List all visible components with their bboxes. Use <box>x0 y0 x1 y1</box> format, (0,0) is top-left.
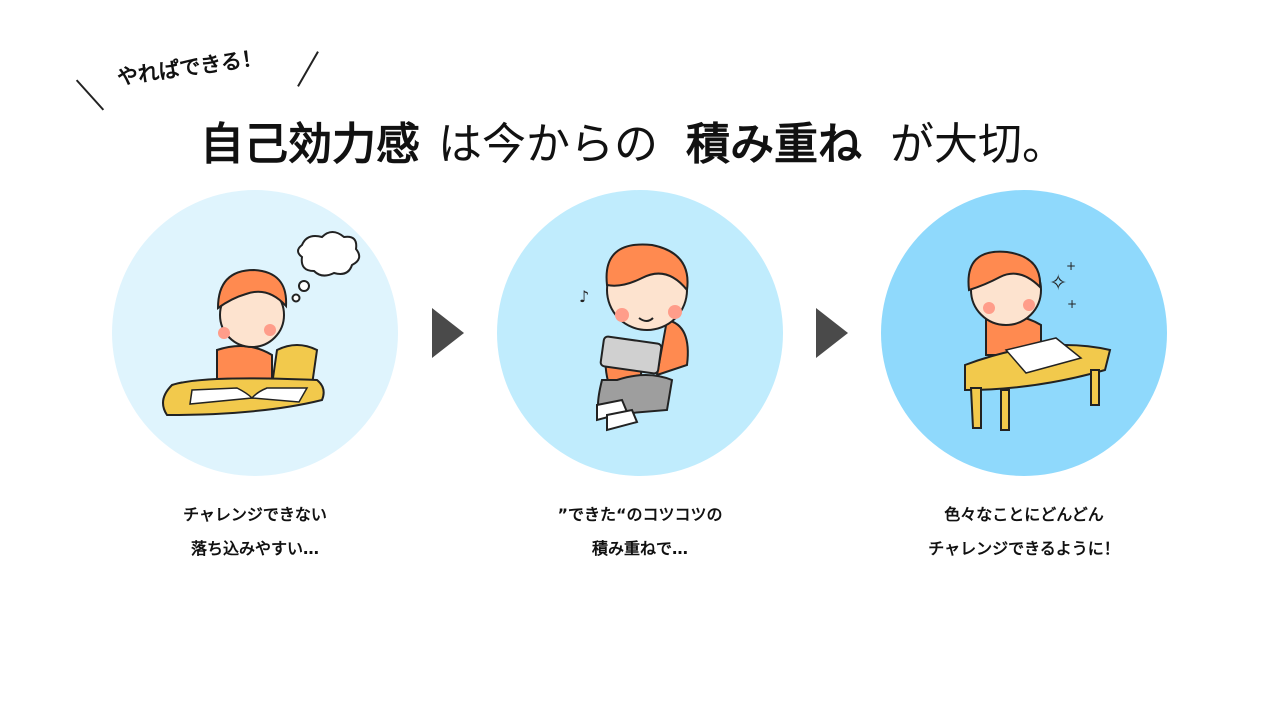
title-part3: が大切。 <box>890 119 1066 170</box>
svg-text:+: + <box>1067 297 1077 311</box>
step1-caption: チャレンジできない 落ち込みやすい… <box>85 498 425 566</box>
step2-line1: ”できた“のコツコツの <box>557 505 723 524</box>
step2-line2: 積み重ねで… <box>591 539 688 558</box>
child-studying-icon: ✧ + + <box>964 250 1112 431</box>
arrow-right-icon <box>816 308 848 358</box>
decorative-slash-left <box>75 79 105 111</box>
tagline: やれぱできる！ <box>115 45 265 90</box>
step3-line1: 色々なことにどんどん <box>944 505 1104 524</box>
step1-illustration <box>112 190 398 476</box>
svg-text:♪: ♪ <box>579 287 589 306</box>
step1-line2: 落ち込みやすい… <box>190 539 319 558</box>
svg-text:✧: ✧ <box>1049 271 1067 296</box>
child-with-tablet-icon: ♪ <box>579 243 689 432</box>
title-part1: 自己効力感 <box>200 119 420 170</box>
step3-illustration: ✧ + + <box>881 190 1167 476</box>
step2-illustration: ♪ <box>497 190 783 476</box>
title-highlight: 積み重ね <box>676 108 872 172</box>
arrow-right-icon <box>432 308 464 358</box>
worried-child-icon <box>162 231 361 417</box>
svg-text:+: + <box>1066 259 1076 273</box>
page-title: 自己効力感 は今からの 積み重ね が大切。 <box>200 108 1066 172</box>
step1-line1: チャレンジできない <box>183 505 327 524</box>
step3-line2: チャレンジできるように！ <box>928 539 1120 558</box>
title-part2: は今からの <box>438 119 658 170</box>
decorative-slash-right <box>297 51 319 87</box>
step2-caption: ”できた“のコツコツの 積み重ねで… <box>470 498 810 566</box>
step3-caption: 色々なことにどんどん チャレンジできるように！ <box>854 498 1194 566</box>
